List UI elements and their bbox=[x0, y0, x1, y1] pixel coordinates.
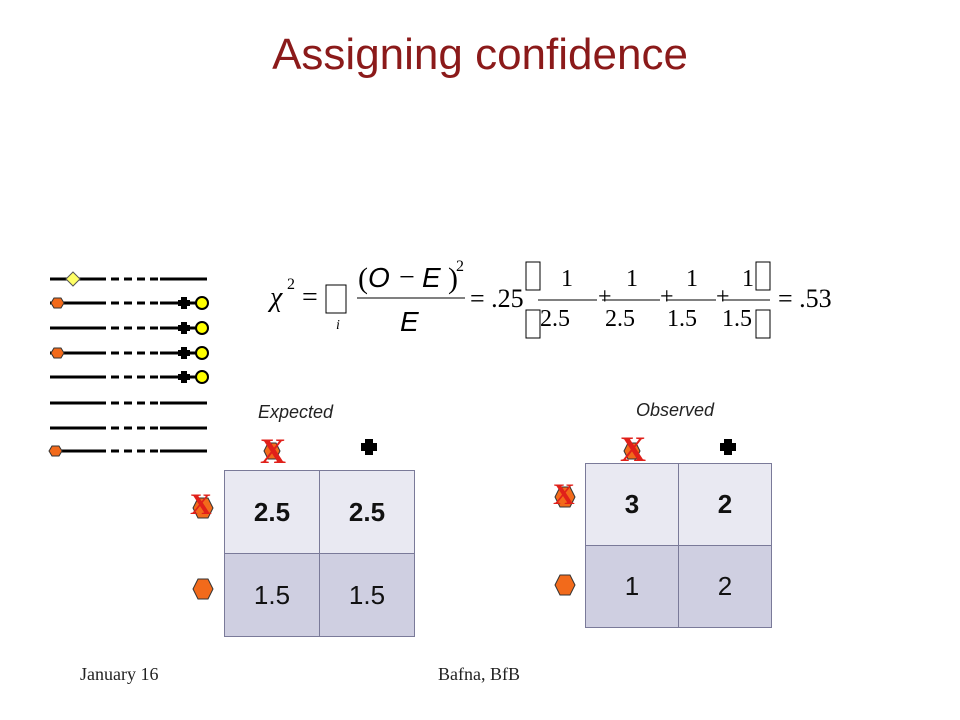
table-cell: 1.5 bbox=[224, 553, 320, 637]
circle-icon bbox=[195, 370, 209, 384]
chi-symbol: χ bbox=[270, 282, 283, 313]
frac2-num: 1 bbox=[626, 266, 638, 292]
table-cell: 3 bbox=[585, 463, 679, 546]
table-cell: 1 bbox=[585, 545, 679, 628]
x-marker-icon: X bbox=[260, 431, 286, 471]
circle-icon bbox=[195, 321, 209, 335]
result: = .53 bbox=[778, 284, 832, 313]
hexagon-icon bbox=[263, 442, 281, 460]
frac4-den: 1.5 bbox=[722, 306, 752, 332]
expected-table: 2.5 2.5 1.5 1.5 bbox=[224, 470, 415, 637]
frac2-den: 2.5 bbox=[605, 306, 635, 332]
plus-icon bbox=[178, 322, 190, 334]
hexagon-icon bbox=[554, 486, 576, 508]
frac4-num: 1 bbox=[742, 266, 754, 292]
slide-title: Assigning confidence bbox=[272, 30, 688, 79]
plus-3: + bbox=[716, 284, 730, 310]
table-cell: 2 bbox=[678, 463, 772, 546]
expected-label: Expected bbox=[258, 402, 334, 422]
plus-icon bbox=[178, 371, 190, 383]
hexagon-icon bbox=[554, 574, 576, 596]
plus-icon bbox=[361, 439, 377, 455]
sum-index: i bbox=[336, 318, 340, 333]
diamond-icon bbox=[65, 271, 81, 287]
table-cell: 1.5 bbox=[319, 553, 415, 637]
circle-icon bbox=[195, 296, 209, 310]
denominator-E: E bbox=[400, 306, 419, 337]
observed-label: Observed bbox=[636, 400, 715, 420]
plus-icon bbox=[178, 347, 190, 359]
table-cell: 2.5 bbox=[319, 470, 415, 554]
exponent: 2 bbox=[287, 276, 295, 293]
table-row: 2.5 2.5 bbox=[224, 470, 415, 554]
numerator-paren-open: ( bbox=[358, 262, 368, 295]
numerator-exponent: 2 bbox=[456, 258, 464, 275]
observed-table: 3 2 1 2 bbox=[585, 463, 772, 628]
circle-icon bbox=[195, 346, 209, 360]
x-marker-icon: X bbox=[553, 478, 575, 511]
frac3-num: 1 bbox=[686, 266, 698, 292]
frac1-num: 1 bbox=[561, 266, 573, 292]
plus-icon bbox=[178, 297, 190, 309]
plus-2: + bbox=[660, 284, 674, 310]
table-row: 1.5 1.5 bbox=[224, 553, 415, 637]
x-marker-icon: X bbox=[190, 488, 212, 521]
table-cell: 2 bbox=[678, 545, 772, 628]
equals-sign: = bbox=[302, 282, 318, 313]
table-row: 3 2 bbox=[585, 463, 772, 546]
table-row: 1 2 bbox=[585, 545, 772, 628]
plus-icon bbox=[720, 439, 736, 455]
footer-date: January 16 bbox=[80, 664, 159, 684]
frac1-den: 2.5 bbox=[540, 306, 570, 332]
plus-1: + bbox=[598, 284, 612, 310]
x-marker-icon: X bbox=[620, 429, 646, 469]
hexagon-icon bbox=[623, 442, 641, 460]
eq-025: = .25 bbox=[470, 284, 524, 313]
hexagon-icon bbox=[48, 445, 63, 457]
numerator-E: E bbox=[422, 262, 441, 293]
footer-author: Bafna, BfB bbox=[438, 664, 520, 684]
frac3-den: 1.5 bbox=[667, 306, 697, 332]
hexagon-icon bbox=[50, 297, 65, 309]
hexagon-icon bbox=[192, 497, 214, 519]
numerator-O: O bbox=[368, 262, 390, 293]
numerator-paren-close: ) bbox=[448, 262, 458, 295]
table-cell: 2.5 bbox=[224, 470, 320, 554]
hexagon-icon bbox=[192, 578, 214, 600]
numerator-minus: − bbox=[399, 262, 415, 293]
hexagon-icon bbox=[50, 347, 65, 359]
